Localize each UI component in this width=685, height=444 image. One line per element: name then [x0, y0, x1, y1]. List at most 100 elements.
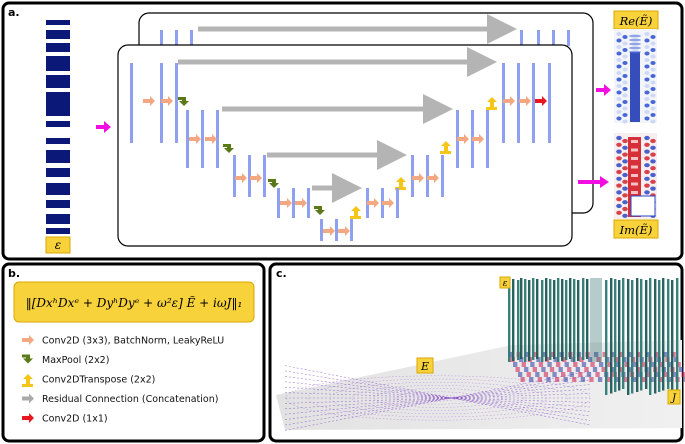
field-ring — [351, 385, 525, 411]
pillar — [610, 278, 613, 394]
im-blob — [616, 156, 622, 161]
feature-map — [517, 63, 520, 143]
re-blob — [644, 77, 650, 82]
grid-cell — [541, 367, 546, 372]
pillar — [569, 278, 572, 359]
feature-map — [320, 219, 323, 241]
network-front-box — [117, 44, 573, 247]
epsilon-block — [46, 20, 70, 25]
grid-cell — [628, 352, 633, 357]
re-blob — [644, 51, 650, 56]
grid-cell — [587, 357, 593, 362]
re-ring — [629, 42, 641, 46]
re-blob — [616, 77, 622, 82]
field-ring — [329, 381, 547, 415]
pillar — [517, 280, 520, 360]
feature-map — [248, 155, 251, 197]
re-blob — [644, 103, 650, 108]
grid-cell — [597, 377, 603, 382]
epsilon-input-strip — [46, 20, 70, 234]
re-ring — [629, 50, 641, 54]
E-label-box — [416, 357, 434, 374]
re-blob — [616, 51, 622, 56]
re-blob — [622, 87, 628, 91]
im-field-image — [614, 133, 657, 219]
grid-cell — [518, 372, 523, 377]
maxpool-arrow — [268, 179, 279, 188]
re-blob — [644, 58, 650, 62]
pillar — [676, 278, 679, 394]
grid-cell — [521, 362, 526, 367]
grid-cell — [671, 352, 676, 357]
im-blob — [644, 135, 650, 141]
grid-cell — [573, 362, 578, 367]
pillar — [622, 278, 625, 389]
re-blob — [622, 93, 628, 98]
epsilon-block — [46, 56, 70, 71]
grid-cell — [599, 362, 604, 367]
re-blob — [644, 38, 650, 43]
epsilon-label: ε — [55, 238, 61, 252]
pillar — [631, 280, 634, 394]
down-bend-arrow-icon — [22, 354, 33, 364]
re-ring — [629, 38, 641, 42]
re-blob — [616, 71, 622, 75]
grid-cell — [586, 372, 592, 377]
grid-cell — [549, 367, 555, 372]
im-blob — [616, 142, 622, 147]
epsilon-block — [46, 200, 70, 208]
im-blob — [622, 145, 628, 150]
im-blob — [616, 210, 622, 215]
re-blob — [616, 97, 622, 101]
grid-cell — [623, 377, 628, 382]
feature-map — [292, 188, 295, 218]
grid-cell — [569, 372, 574, 377]
grid-cell — [526, 372, 531, 377]
field-line — [284, 370, 591, 421]
im-label: Im(Ẽ) — [619, 223, 653, 237]
im-blob — [650, 172, 656, 178]
grid-cell — [681, 372, 685, 377]
re-blob — [622, 80, 628, 85]
J-label: J — [670, 393, 677, 404]
re-blob — [650, 41, 656, 46]
grid-cell — [546, 377, 551, 382]
im-blob — [622, 193, 628, 198]
grid-cell — [649, 377, 654, 382]
grid-cell — [602, 352, 607, 357]
grid-cell — [584, 367, 589, 372]
grid-cell — [515, 367, 520, 372]
conv-arrow — [367, 198, 379, 208]
re-blob — [616, 32, 622, 36]
im-blob — [622, 179, 628, 184]
feature-map — [396, 188, 399, 218]
grid-cell — [601, 367, 606, 372]
re-blob — [622, 106, 628, 111]
grid-cell — [645, 352, 650, 357]
pillar — [536, 279, 539, 359]
im-blob — [616, 197, 622, 202]
conv-arrow — [338, 226, 350, 236]
gray-arrow-icon — [22, 393, 34, 404]
maxpool-arrow — [178, 97, 189, 106]
epsilon-block — [46, 121, 70, 127]
J-label-box — [667, 389, 681, 405]
grid-cell — [542, 352, 547, 357]
conv-arrow — [457, 134, 469, 144]
pillar — [614, 279, 617, 392]
legend-item: Residual Connection (Concatenation) — [22, 393, 218, 405]
re-blob — [622, 61, 628, 65]
grid-cell — [525, 352, 530, 357]
re-blob — [616, 90, 622, 95]
re-blob — [622, 41, 628, 46]
feature-map — [233, 155, 236, 197]
legend: Conv2D (3x3), BatchNorm, LeakyReLUMaxPoo… — [22, 335, 224, 425]
field-ring — [373, 388, 503, 408]
im-blob — [622, 152, 628, 157]
im-label-box — [613, 219, 659, 239]
im-stripe — [631, 182, 638, 186]
feature-map — [307, 188, 310, 218]
re-blob — [650, 106, 656, 111]
unet-diagram — [130, 47, 551, 241]
network-back-layers — [160, 30, 570, 46]
